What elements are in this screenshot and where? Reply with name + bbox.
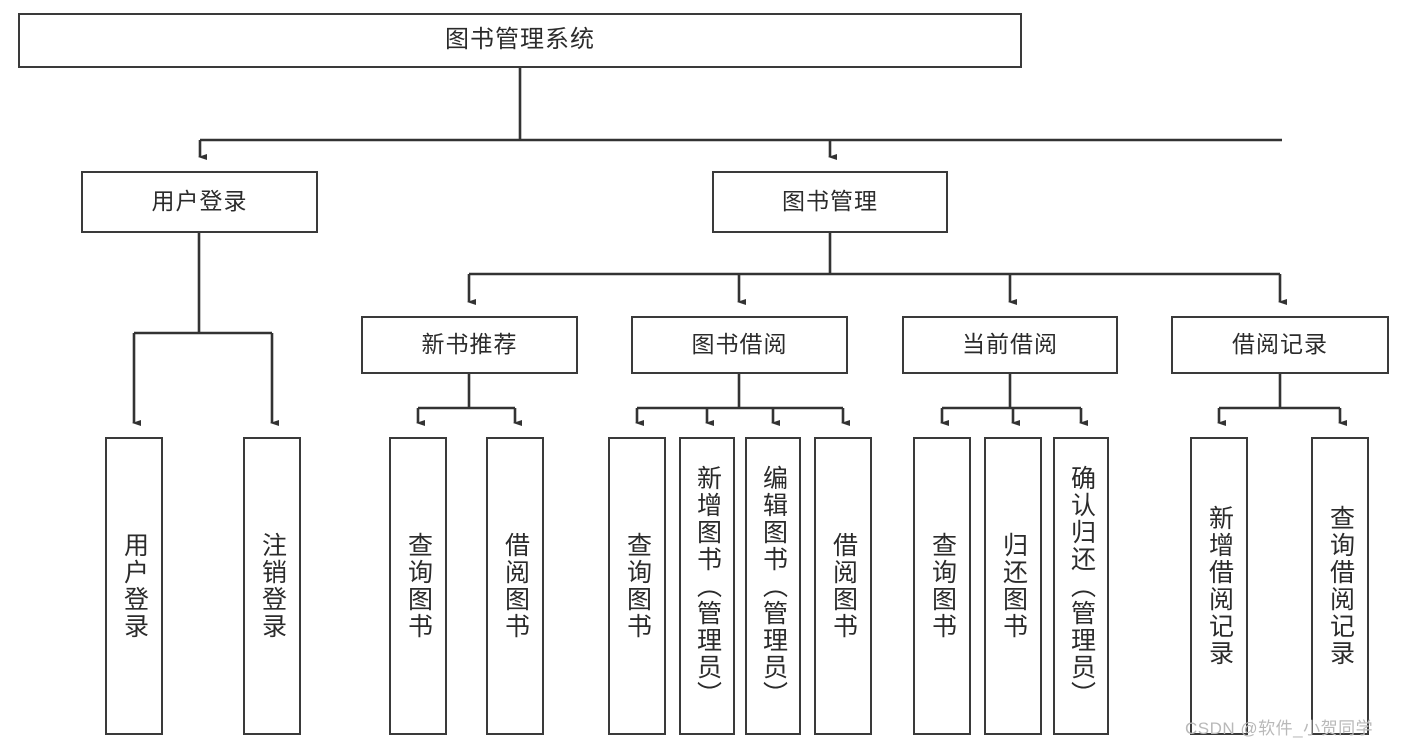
node-label: 归还图书 <box>999 532 1028 640</box>
node-label: 编辑图书（管理员） <box>759 464 788 708</box>
node-label: 当前借阅 <box>962 331 1058 358</box>
node-label: 借阅图书 <box>829 532 858 640</box>
node-label: 图书管理 <box>782 188 878 215</box>
node-label: 借阅图书 <box>501 532 530 640</box>
leaf-edit-book-admin[interactable]: 编辑图书（管理员） <box>745 437 801 735</box>
node-user-login[interactable]: 用户登录 <box>81 171 318 233</box>
leaf-user-login[interactable]: 用户登录 <box>105 437 163 735</box>
leaf-confirm-return-admin[interactable]: 确认归还（管理员） <box>1053 437 1109 735</box>
leaf-borrow-book-recommend[interactable]: 借阅图书 <box>486 437 544 735</box>
node-label: 新增图书（管理员） <box>693 464 722 708</box>
node-new-book-recommend[interactable]: 新书推荐 <box>361 316 578 374</box>
watermark: CSDN @软件_小贺同学 <box>1185 719 1374 738</box>
node-label: 注销登录 <box>258 532 287 640</box>
leaf-query-borrow-record[interactable]: 查询借阅记录 <box>1311 437 1369 735</box>
leaf-query-book-current[interactable]: 查询图书 <box>913 437 971 735</box>
leaf-query-book-recommend[interactable]: 查询图书 <box>389 437 447 735</box>
node-borrow-record[interactable]: 借阅记录 <box>1171 316 1389 374</box>
node-label: 新增借阅记录 <box>1205 505 1234 667</box>
leaf-return-book[interactable]: 归还图书 <box>984 437 1042 735</box>
node-root-system[interactable]: 图书管理系统 <box>18 13 1022 68</box>
leaf-add-book-admin[interactable]: 新增图书（管理员） <box>679 437 735 735</box>
node-book-management[interactable]: 图书管理 <box>712 171 948 233</box>
leaf-logout[interactable]: 注销登录 <box>243 437 301 735</box>
node-book-borrow[interactable]: 图书借阅 <box>631 316 848 374</box>
node-label: 用户登录 <box>120 532 149 640</box>
leaf-query-book-borrow[interactable]: 查询图书 <box>608 437 666 735</box>
node-current-borrow[interactable]: 当前借阅 <box>902 316 1118 374</box>
node-label: 查询图书 <box>623 532 652 640</box>
node-label: 用户登录 <box>151 188 248 215</box>
node-label: 新书推荐 <box>421 331 518 358</box>
node-label: 图书管理系统 <box>445 26 595 54</box>
node-label: 查询图书 <box>404 532 433 640</box>
leaf-add-borrow-record[interactable]: 新增借阅记录 <box>1190 437 1248 735</box>
node-label: 查询图书 <box>928 532 957 640</box>
node-label: 借阅记录 <box>1232 331 1328 358</box>
node-label: 确认归还（管理员） <box>1067 464 1096 708</box>
node-label: 图书借阅 <box>691 331 788 358</box>
leaf-borrow-book[interactable]: 借阅图书 <box>814 437 872 735</box>
node-label: 查询借阅记录 <box>1326 505 1355 667</box>
